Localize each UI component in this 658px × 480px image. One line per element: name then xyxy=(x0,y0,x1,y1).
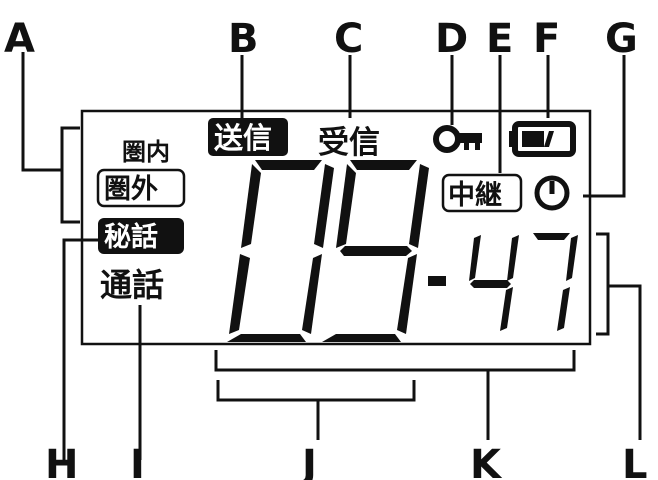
transmit-text: 送信 xyxy=(214,121,272,155)
label-e: E xyxy=(486,16,513,62)
label-l: L xyxy=(622,442,648,480)
label-a: A xyxy=(4,16,35,62)
label-k: K xyxy=(470,442,503,480)
label-f: F xyxy=(533,16,560,62)
relay-box xyxy=(441,173,523,213)
secret-call-box xyxy=(98,218,184,254)
label-c: C xyxy=(334,16,363,62)
digit-4 xyxy=(469,235,519,331)
out-of-range-box xyxy=(96,168,186,208)
call-text: 通話 xyxy=(100,266,164,304)
separator-dash xyxy=(428,276,446,286)
battery-icon xyxy=(509,121,576,157)
relay-text: 中継 xyxy=(448,179,502,211)
in-range-text: 圏内 xyxy=(122,138,170,166)
code-digits xyxy=(469,233,578,331)
channel-digits xyxy=(227,160,429,342)
label-j: J xyxy=(299,442,317,480)
leader-lines xyxy=(21,52,642,460)
secret-call-text: 秘話 xyxy=(104,221,158,253)
label-b: B xyxy=(228,16,259,62)
digit-9 xyxy=(322,160,429,342)
key-icon xyxy=(433,125,482,153)
timer-icon xyxy=(534,175,570,211)
receive-text: 受信 xyxy=(318,125,380,161)
label-i: I xyxy=(130,442,145,480)
label-d: D xyxy=(435,16,468,62)
digit-0 xyxy=(227,160,334,342)
transmit-box xyxy=(208,118,288,156)
out-of-range-text: 圏外 xyxy=(104,174,158,205)
digit-7 xyxy=(533,233,578,331)
lcd-frame xyxy=(80,109,592,346)
label-g: G xyxy=(605,16,638,62)
label-h: H xyxy=(45,442,78,480)
